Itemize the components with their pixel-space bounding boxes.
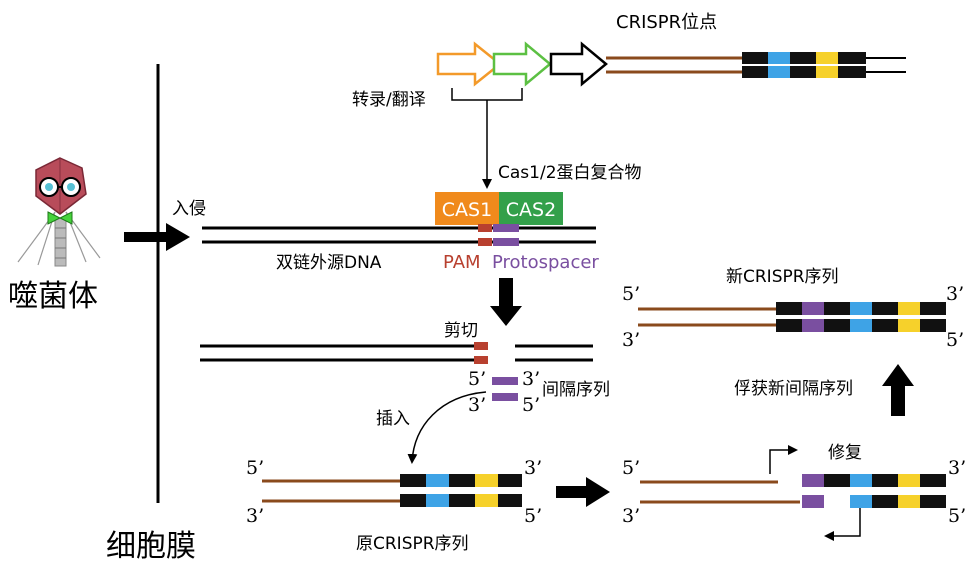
five-prime-end: 5’ <box>524 505 542 527</box>
cas2-protein <box>499 192 563 225</box>
original-crispr-array <box>400 474 522 507</box>
integration-arrow <box>556 477 610 507</box>
insert-arrow <box>407 391 487 464</box>
cut-step-arrow <box>490 278 522 326</box>
three-prime-end: 3’ <box>522 368 540 390</box>
three-prime-end: 3’ <box>524 457 542 479</box>
original-crispr-label: 原CRISPR序列 <box>356 534 469 554</box>
insert-label: 插入 <box>376 409 410 429</box>
cas-complex-label: Cas1/2蛋白复合物 <box>498 163 642 183</box>
repeat-spacer-array <box>742 52 866 78</box>
transcription-label: 转录/翻译 <box>352 90 426 110</box>
acquire-spacer-label: 俘获新间隔序列 <box>734 379 853 399</box>
acquire-arrow <box>882 364 914 416</box>
protospacer-site <box>493 238 519 246</box>
five-prime-end: 5’ <box>622 457 640 479</box>
three-prime-end: 3’ <box>946 283 964 305</box>
three-prime-end: 3’ <box>948 457 966 479</box>
protospacer-label: Protospacer <box>492 252 599 273</box>
pam-site <box>474 342 488 350</box>
excised-spacer <box>492 377 518 385</box>
three-prime-end: 3’ <box>468 394 486 416</box>
cas-gene-arrow <box>549 41 608 87</box>
repair-arrow <box>824 508 861 541</box>
intermediate-crispr-array <box>802 474 946 508</box>
bacteriophage <box>17 157 101 267</box>
five-prime-end: 5’ <box>246 457 264 479</box>
five-prime-end: 5’ <box>522 394 540 416</box>
new-crispr-array <box>776 302 946 332</box>
five-prime-end: 5’ <box>946 329 964 351</box>
pam-site <box>478 224 492 232</box>
three-prime-end: 3’ <box>622 505 640 527</box>
crispr-locus-label: CRISPR位点 <box>616 12 717 33</box>
bacteriophage-label: 噬菌体 <box>8 279 98 314</box>
cas1-label: CAS1 <box>442 199 492 221</box>
new-crispr-label: 新CRISPR序列 <box>726 267 839 287</box>
protospacer-site <box>493 224 519 232</box>
cut-label: 剪切 <box>444 321 478 341</box>
spacer-sequence-label: 间隔序列 <box>542 380 610 400</box>
pam-site <box>474 356 488 364</box>
pam-label: PAM <box>443 252 481 273</box>
transcription-bracket <box>451 88 523 101</box>
repair-arrow <box>769 445 798 474</box>
cas1-protein <box>435 192 499 225</box>
five-prime-end: 5’ <box>468 368 486 390</box>
cas2-gene-arrow <box>492 41 552 87</box>
cas1-gene-arrow <box>436 41 503 87</box>
cas2-label: CAS2 <box>506 199 556 221</box>
foreign-dna-label: 双链外源DNA <box>276 253 382 273</box>
five-prime-end: 5’ <box>622 283 640 305</box>
cas-complex: CAS1 CAS2 <box>435 192 563 225</box>
cell-membrane-label: 细胞膜 <box>106 529 196 564</box>
three-prime-end: 3’ <box>246 505 264 527</box>
invade-label: 入侵 <box>172 199 206 219</box>
crispr-locus: CRISPR位点 <box>436 12 906 87</box>
three-prime-end: 3’ <box>622 329 640 351</box>
pam-site <box>478 238 492 246</box>
phage-bowtie <box>47 211 62 225</box>
excised-spacer <box>492 393 518 401</box>
five-prime-end: 5’ <box>948 505 966 527</box>
repair-label: 修复 <box>828 443 862 463</box>
